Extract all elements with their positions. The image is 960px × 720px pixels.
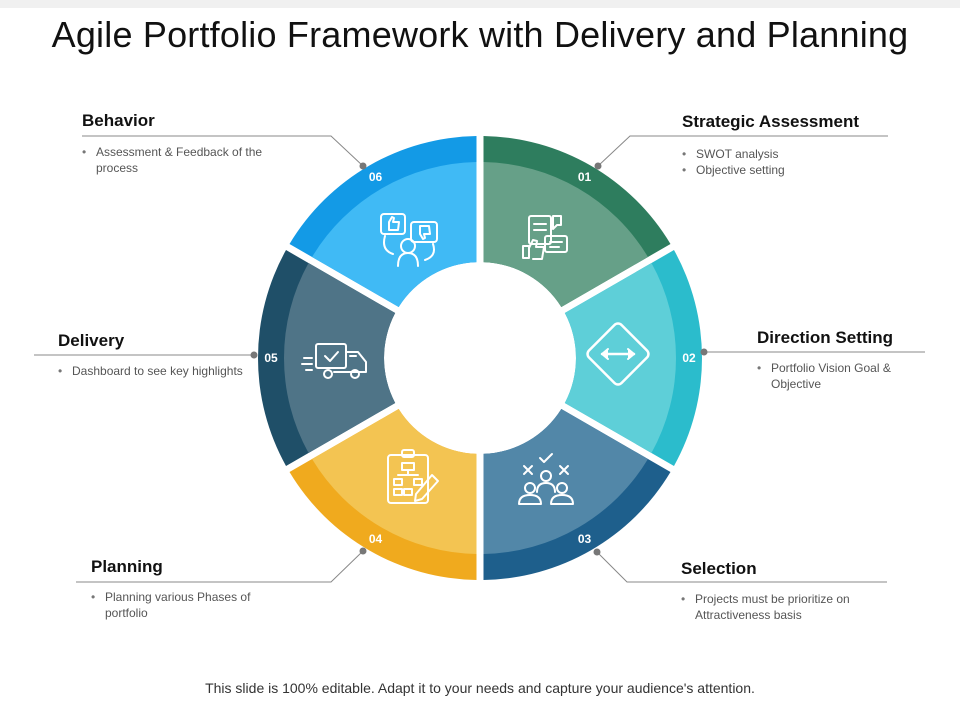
segment-number-04: 04 — [369, 532, 383, 546]
segment-number-02: 02 — [682, 351, 696, 365]
label-strategic-assessment: Strategic Assessment SWOT analysis Objec… — [682, 112, 882, 178]
bullets-behavior: Assessment & Feedback of the process — [82, 144, 282, 176]
leader-dot-selection — [593, 548, 601, 556]
leader-line-behavior — [82, 135, 364, 167]
bullet-item: Portfolio Vision Goal & Objective — [757, 360, 922, 392]
bullet-item: Planning various Phases of portfolio — [91, 589, 291, 621]
clipboard-flowchart-icon — [387, 449, 439, 504]
heading-strategic-assessment: Strategic Assessment — [682, 112, 860, 131]
leader-dot-delivery — [250, 351, 258, 359]
heading-selection: Selection — [681, 559, 757, 578]
segment-number-06: 06 — [369, 170, 383, 184]
bullet-item: Assessment & Feedback of the process — [82, 144, 282, 176]
direction-sign-icon — [586, 322, 650, 386]
bullet-item: Dashboard to see key highlights — [58, 363, 243, 379]
bullets-planning: Planning various Phases of portfolio — [91, 589, 291, 621]
segment-inner-delivery — [284, 263, 396, 453]
leader-line-selection — [596, 551, 887, 583]
leader-dot-direction-setting — [700, 348, 708, 356]
document-feedback-icon — [522, 215, 568, 260]
bullets-strategic-assessment: SWOT analysis Objective setting — [682, 146, 882, 178]
heading-behavior: Behavior — [82, 111, 155, 130]
segment-number-01: 01 — [578, 170, 592, 184]
heading-direction-setting: Direction Setting — [757, 328, 894, 347]
team-selection-icon — [518, 453, 574, 505]
bullet-item: Projects must be prioritize on Attractiv… — [681, 591, 881, 623]
segment-inner-strategic-assessment — [483, 162, 648, 308]
leader-dot-planning — [359, 547, 367, 555]
bullet-item: Objective setting — [682, 162, 882, 178]
segment-number-03: 03 — [578, 532, 592, 546]
heading-delivery: Delivery — [58, 331, 125, 350]
slide-title: Agile Portfolio Framework with Delivery … — [51, 14, 909, 55]
label-selection: Selection Projects must be prioritize on… — [681, 559, 881, 623]
bullets-delivery: Dashboard to see key highlights — [58, 363, 243, 379]
segment-number-05: 05 — [264, 351, 278, 365]
top-bar — [0, 0, 960, 8]
segment-inner-direction-setting — [564, 263, 676, 453]
leader-dot-strategic-assessment — [594, 162, 602, 170]
label-delivery: Delivery Dashboard to see key highlights — [58, 331, 243, 379]
delivery-truck-icon — [301, 343, 367, 379]
footer-note: This slide is 100% editable. Adapt it to… — [205, 680, 755, 696]
feedback-person-icon — [380, 213, 438, 267]
bullets-direction-setting: Portfolio Vision Goal & Objective — [757, 360, 922, 392]
leader-line-strategic-assessment — [597, 135, 888, 167]
heading-planning: Planning — [91, 557, 163, 576]
leader-dot-behavior — [359, 162, 367, 170]
bullet-item: SWOT analysis — [682, 146, 882, 162]
label-direction-setting: Direction Setting Portfolio Vision Goal … — [757, 328, 922, 392]
bullets-selection: Projects must be prioritize on Attractiv… — [681, 591, 881, 623]
label-planning: Planning Planning various Phases of port… — [91, 557, 291, 621]
label-behavior: Behavior Assessment & Feedback of the pr… — [82, 111, 282, 176]
leader-line-planning — [76, 550, 364, 583]
segment-inner-selection — [483, 408, 648, 554]
